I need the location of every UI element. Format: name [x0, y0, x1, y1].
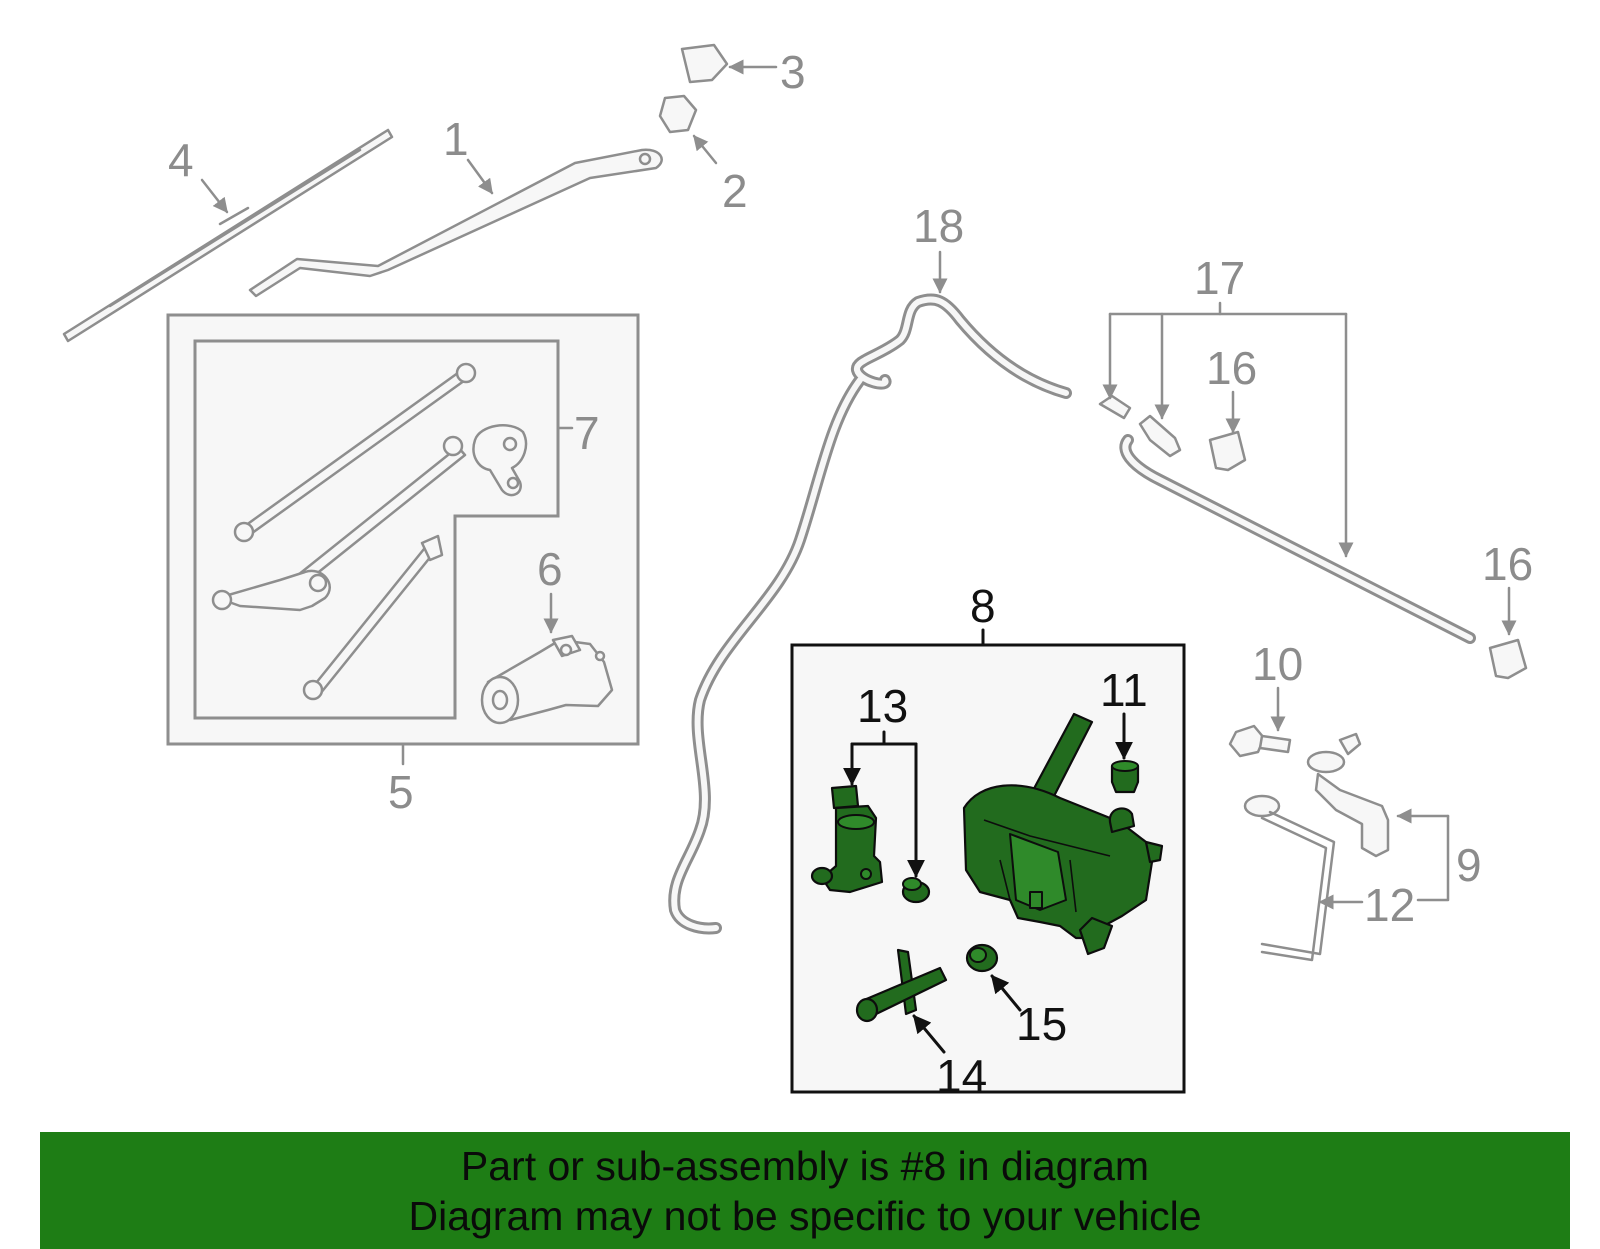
svg-text:15: 15: [1016, 998, 1067, 1050]
washer-hose-set-part[interactable]: [1098, 394, 1476, 644]
callout-18: 18: [913, 200, 964, 294]
washer-reservoir-tank-part[interactable]: [962, 712, 1164, 956]
banner-line-1: Part or sub-assembly is #8 in diagram: [460, 1142, 1150, 1189]
callout-6: 6: [537, 543, 563, 634]
svg-text:3: 3: [780, 46, 806, 98]
pump-grommet-part[interactable]: [901, 877, 931, 904]
svg-text:6: 6: [537, 543, 563, 595]
svg-text:13: 13: [857, 680, 908, 732]
callout-2: 2: [692, 134, 748, 217]
svg-text:1: 1: [443, 113, 469, 165]
svg-text:7: 7: [574, 407, 600, 459]
svg-text:14: 14: [936, 1050, 987, 1102]
wiper-blade-part[interactable]: [62, 128, 394, 343]
svg-text:5: 5: [388, 766, 414, 818]
callout-1: 1: [443, 113, 494, 195]
grommet-cap-part[interactable]: [1110, 760, 1140, 794]
washer-pump-part[interactable]: [810, 784, 884, 894]
callout-14: 14: [912, 1014, 987, 1102]
svg-text:11: 11: [1100, 664, 1148, 716]
callout-7: 7: [556, 407, 600, 459]
callout-10: 10: [1252, 638, 1303, 732]
info-banner: Part or sub-assembly is #8 in diagram Di…: [40, 1132, 1570, 1249]
svg-text:9: 9: [1456, 839, 1482, 891]
svg-text:4: 4: [168, 134, 194, 186]
hose-joint-part-lower[interactable]: [1488, 638, 1528, 680]
wiper-arm-part[interactable]: [248, 148, 663, 298]
callout-5: 5: [388, 742, 414, 818]
callout-13: 13: [843, 680, 925, 878]
svg-text:18: 18: [913, 200, 964, 252]
callout-17: 17: [1102, 252, 1354, 558]
callout-16-upper: 16: [1206, 342, 1257, 434]
callout-4: 4: [168, 134, 229, 214]
reservoir-grommet-part[interactable]: [965, 943, 999, 973]
svg-text:10: 10: [1252, 638, 1303, 690]
filler-tube-part[interactable]: [1243, 794, 1336, 962]
callout-16-lower: 16: [1482, 538, 1533, 636]
washer-hose-part[interactable]: [668, 293, 1072, 935]
svg-text:16: 16: [1482, 538, 1533, 590]
callout-8: 8: [970, 580, 996, 647]
pump-hose-part[interactable]: [855, 948, 948, 1023]
callout-15: 15: [990, 974, 1067, 1050]
bolt-part[interactable]: [1228, 724, 1292, 758]
svg-text:2: 2: [722, 165, 748, 217]
wiper-motor-part[interactable]: [480, 634, 614, 725]
filler-neck-part[interactable]: [1306, 732, 1390, 858]
linkage-rods-part[interactable]: [211, 362, 528, 701]
svg-text:12: 12: [1364, 879, 1415, 931]
callout-11: 11: [1100, 664, 1148, 760]
callout-9: 9: [1396, 808, 1482, 902]
callout-3: 3: [728, 46, 806, 98]
banner-line-2: Diagram may not be specific to your vehi…: [408, 1192, 1202, 1239]
hose-joint-part-upper[interactable]: [1208, 430, 1247, 472]
nut-part[interactable]: [658, 94, 698, 134]
svg-text:17: 17: [1194, 252, 1245, 304]
parts-diagram: 4 1 2 3 5 7: [62, 43, 1533, 1102]
svg-text:8: 8: [970, 580, 996, 632]
svg-text:16: 16: [1206, 342, 1257, 394]
callout-12: 12: [1318, 879, 1415, 931]
cap-part[interactable]: [680, 43, 729, 84]
